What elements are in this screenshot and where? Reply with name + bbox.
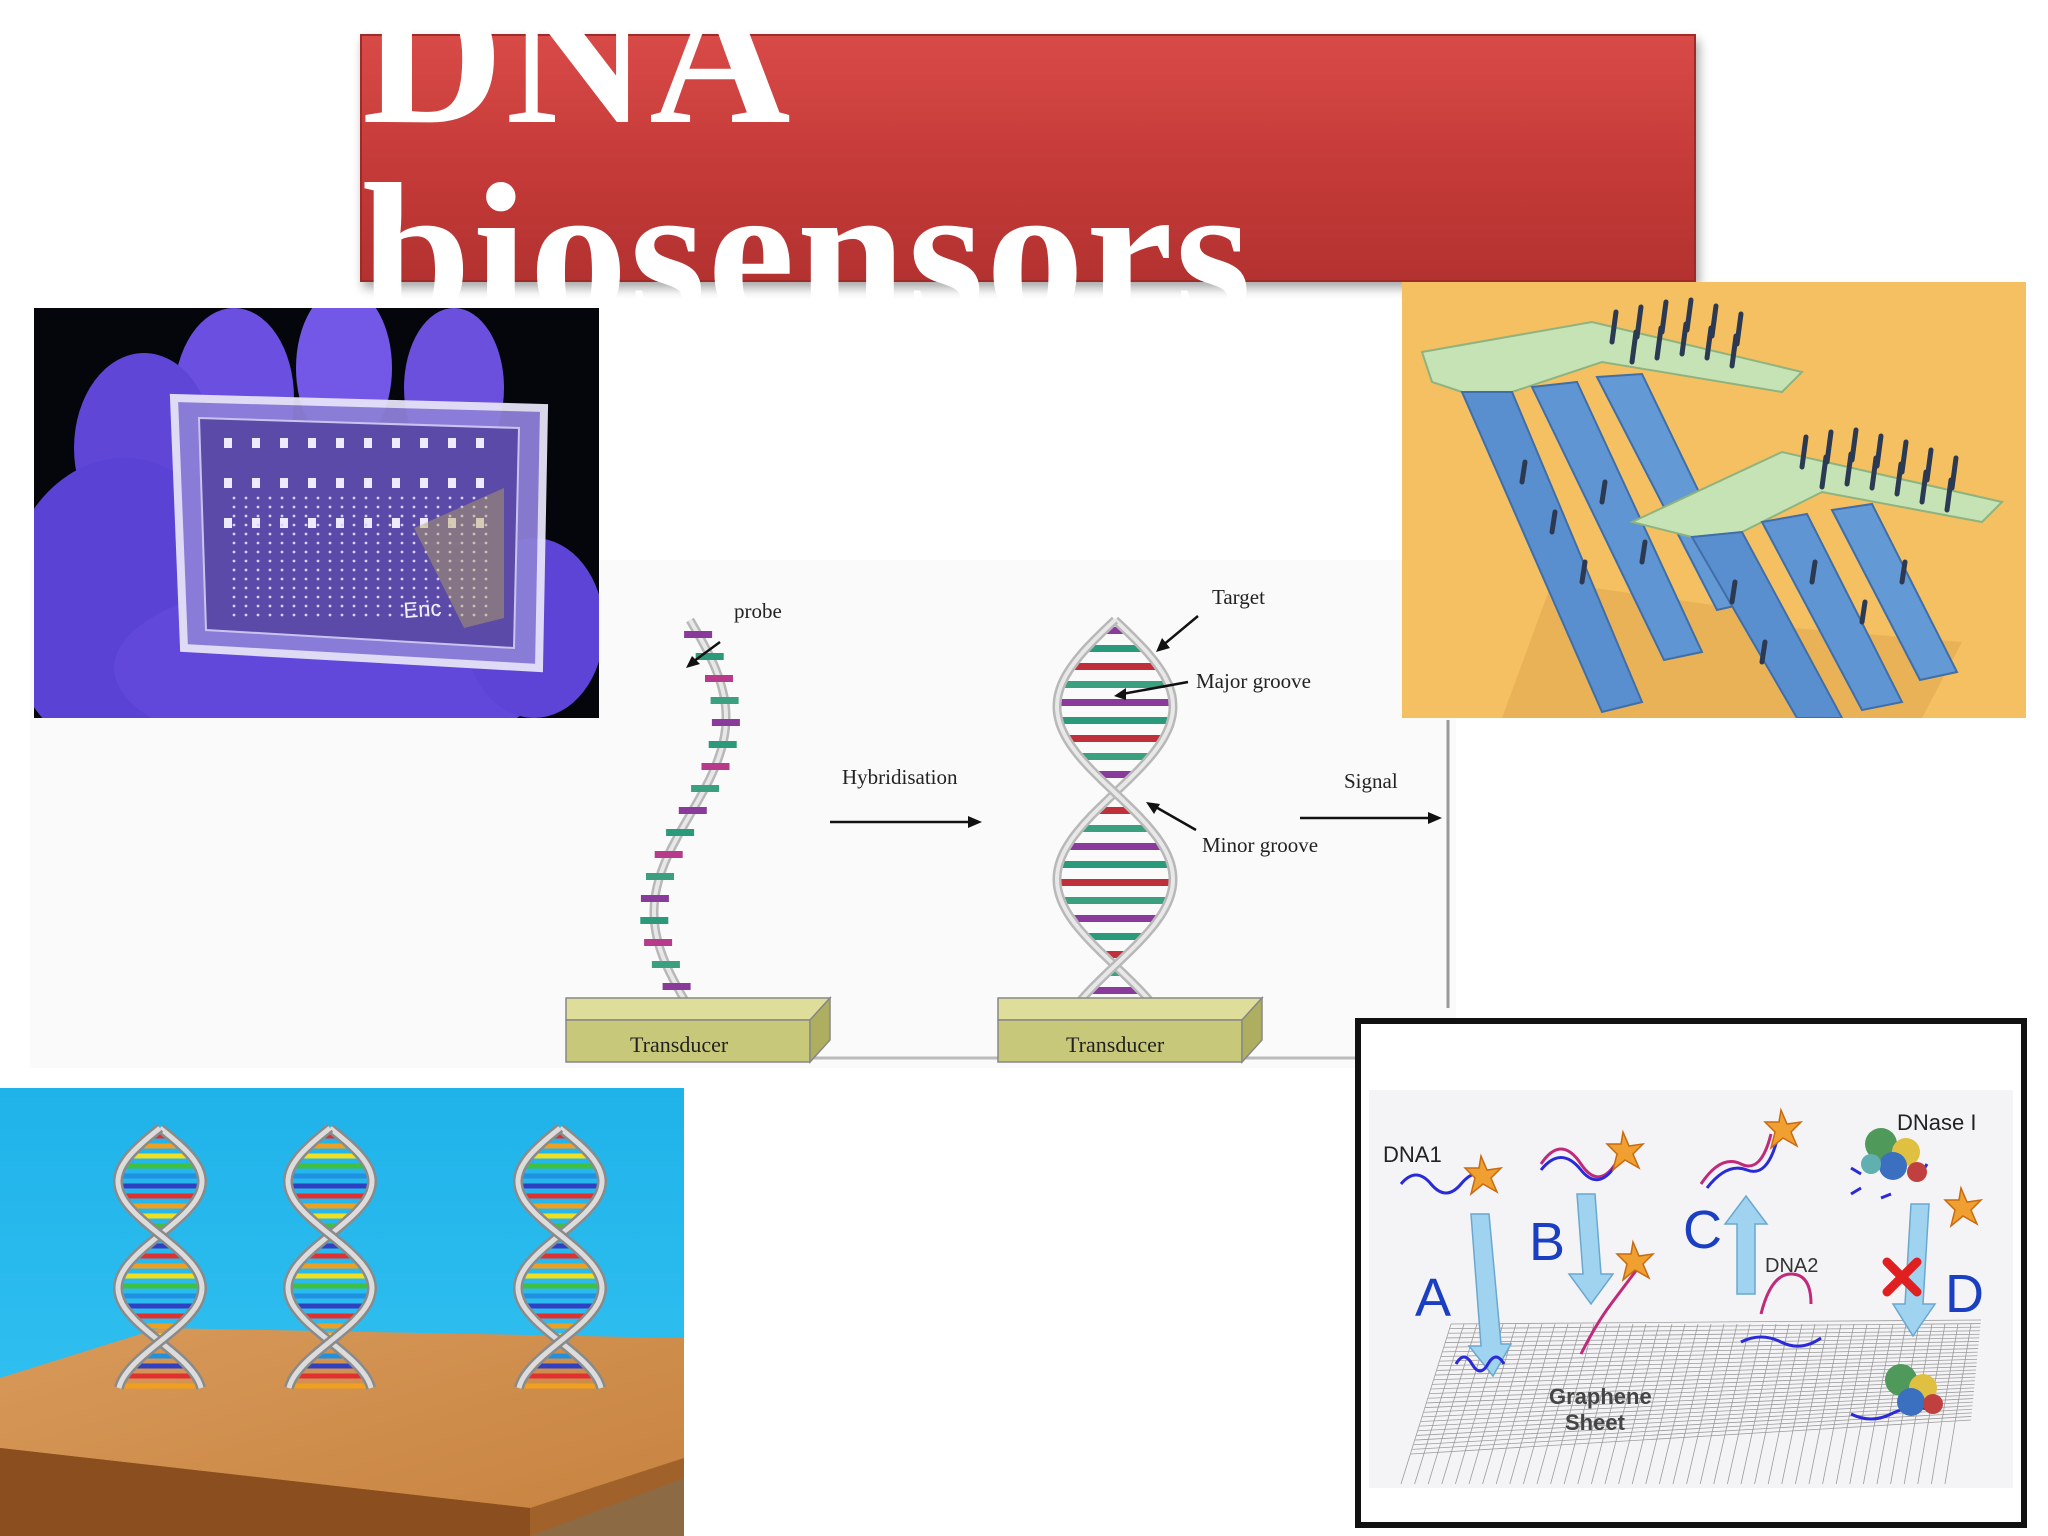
major-groove-label: Major groove [1196,669,1311,693]
probe-strand [640,617,740,1003]
graphene-sheet-mesh [1400,1319,1982,1485]
glass-slide: Eric [169,393,549,673]
hybridisation-arrow-head [968,816,982,828]
transducer-left-label: Transducer [630,1032,729,1057]
dnase-enzyme [1861,1128,1927,1182]
target-arrow [1161,615,1199,647]
dnase-label: DNase I [1897,1110,1976,1135]
transducer-right-block [997,996,1264,1064]
transducer-right-label: Transducer [1066,1032,1165,1057]
signal-label: Signal [1344,769,1398,793]
minor-groove-arrow-head [1146,802,1160,814]
letter-b-label: B [1529,1212,1565,1272]
letter-d-label: D [1945,1264,1984,1324]
major-groove-arrow-head [1114,688,1126,700]
probe-label: probe [734,599,782,623]
block-x-icon [1882,1257,1922,1297]
probe-molecules [1519,297,1959,665]
transducer-left-block [565,996,832,1064]
graphene-sensing-panel: DNA1 DNA2 DNase I A B C D Graphene Sheet [1355,1018,2027,1528]
graphene-sheet-label-line1: Graphene [1549,1384,1652,1409]
probe-arrow-head [686,656,700,668]
signal-arrow-head [1428,812,1442,824]
dna-microarray-chip-photo: Eric [34,308,599,718]
fluorophore-stars [1463,1107,1984,1283]
cantilever-group-2 [1629,450,2004,718]
graphene-sheet-label-line2: Sheet [1565,1410,1626,1435]
chip-handwriting: Eric [403,595,443,623]
dna2-label: DNA2 [1765,1255,1818,1277]
dnase-enzyme-bound [1885,1364,1943,1416]
minor-groove-label: Minor groove [1202,833,1318,857]
arrow-c [1723,1194,1769,1295]
dna-on-surface-illustration [0,1088,684,1536]
dna-helices [112,1124,608,1390]
target-double-helix [1052,616,1178,1003]
letter-c-label: C [1683,1200,1722,1260]
dna-strands [1399,1133,1932,1421]
letter-a-label: A [1415,1268,1451,1328]
hybridisation-label: Hybridisation [842,765,958,789]
target-arrow-head [1156,638,1170,652]
major-groove-arrow [1121,680,1189,696]
target-label: Target [1212,585,1265,609]
arrow-b [1567,1193,1615,1306]
cantilever-array-illustration [1402,282,2026,718]
dna1-label: DNA1 [1383,1142,1442,1167]
minor-groove-arrow [1153,804,1197,832]
title-banner: DNA biosensors [360,0,1696,351]
